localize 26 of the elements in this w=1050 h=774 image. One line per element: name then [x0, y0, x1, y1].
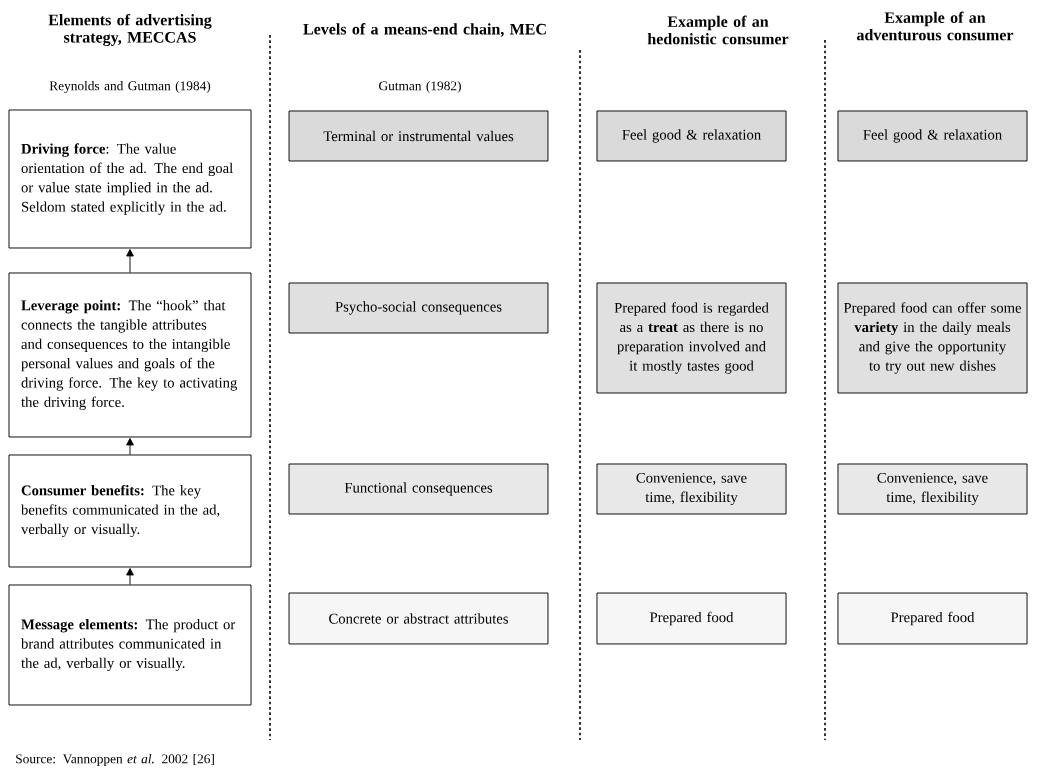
- citation: Reynolds and Gutman (1984): [49, 80, 211, 94]
- column-heading: Elements of advertising strategy, MECCAS: [48, 13, 212, 47]
- level-box: Psycho-social consequences: [288, 282, 549, 334]
- level-box: Convenience, save time, flexibility: [837, 463, 1028, 515]
- element-box: Consumer benefits: The key benefits communicated in the ad, verbally or visually.: [8, 454, 252, 568]
- level-box: Prepared food: [596, 592, 787, 645]
- column-heading: Levels of a means-end chain, MEC: [303, 23, 546, 37]
- element-box: Message elements: The product or brand attributes communicated in the ad, verbally or visually.: [8, 584, 252, 706]
- element-box: Leverage point: The “hook” that connects the tangible attributes and consequences to the intangible personal values and goals of the driving force. The key to activating the driving force.: [8, 272, 252, 438]
- level-box: Concrete or abstract attributes: [288, 592, 549, 645]
- level-box: Terminal or instrumental values: [288, 110, 549, 162]
- column-heading: Example of an adventurous consumer: [857, 11, 1014, 41]
- element-box: Driving force: The value orientation of the ad. The end goal or value state implied in the ad. Seldom stated explicitly in the ad.: [8, 109, 252, 249]
- level-box: Feel good & relaxation: [596, 110, 787, 162]
- arrow: [126, 438, 134, 455]
- level-box: Prepared food: [837, 592, 1028, 645]
- level-box: Prepared food is regarded as a treat as there is no preparation involved and it mostly tastes good: [596, 282, 787, 394]
- arrow: [126, 568, 134, 585]
- source-note: Source: Vannoppen et al. 2002 [26]: [16, 753, 214, 767]
- citation: Gutman (1982): [379, 80, 461, 94]
- level-box: Prepared food can offer some variety in the daily meals and give the opportunity to try out new dishes: [837, 282, 1028, 394]
- level-box: Functional consequences: [288, 463, 549, 515]
- column-heading: Example of an hedonistic consumer: [647, 15, 789, 45]
- level-box: Feel good & relaxation: [837, 110, 1028, 162]
- level-box: Convenience, save time, flexibility: [596, 463, 787, 515]
- arrow: [126, 249, 134, 273]
